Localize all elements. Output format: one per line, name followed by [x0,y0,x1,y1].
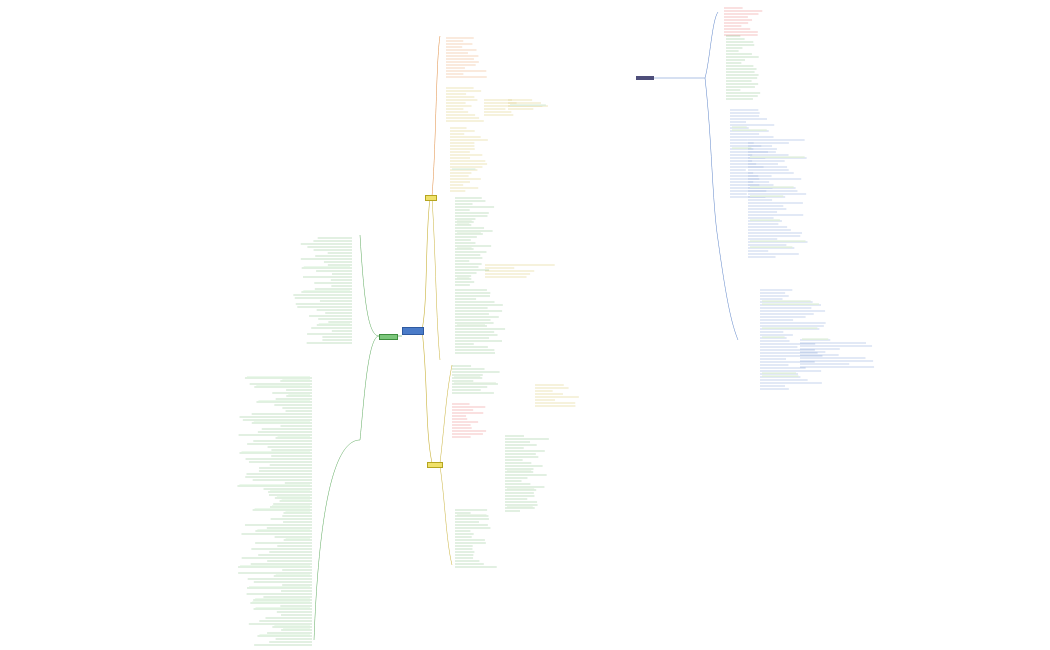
branch-tr-deep [717,239,739,341]
branch-tr-down [704,77,719,241]
tr-e-box [762,327,818,329]
upper-d-box [457,223,470,225]
left-b-box [240,565,310,567]
branch-upper-spine-bottom [431,197,441,361]
left-b-box [255,598,310,600]
branch-left-mid [359,335,380,441]
hub-node-upper[interactable] [425,195,437,201]
tr-e-box [762,300,811,302]
left-b-box [246,376,310,378]
top-right-node[interactable] [636,76,654,80]
tr-c-box [732,126,747,128]
tr-e-box [762,336,785,338]
tr-d-box [750,219,780,221]
upper-g-box [510,104,546,106]
root-node[interactable] [402,327,424,335]
left-b-box [256,385,310,387]
upper-d-box [457,232,481,234]
left-b-box [276,496,310,498]
branch-upper-spine-top [431,35,441,197]
left-b-box [277,436,310,438]
left-b-box [274,625,310,627]
branch-left-top [359,234,380,337]
upper-d-box [457,277,470,279]
left-b-box [259,634,310,636]
branch-lower-spine-bottom [439,465,453,566]
branch-lower-spine-top [439,364,453,464]
branch-left-bottom [313,439,361,641]
branch-tr-up [704,11,719,79]
tr-f-box [802,338,829,340]
upper-d-box [457,220,472,222]
lower-e-box [457,514,487,516]
tr-e-box [762,303,819,305]
lower-c-box [507,470,532,472]
left-b-box [239,484,310,486]
branch-lines [313,11,739,641]
left-b-box [285,538,310,540]
upper-d-box [457,247,472,249]
left-b-box [253,421,310,423]
lower-c-box [507,488,535,490]
left-b-box [249,586,310,588]
left-b-box [275,574,310,576]
tr-d-box [750,156,805,158]
tr-d-box [750,195,784,197]
left-b-box [257,529,310,531]
left-b-box [258,400,310,402]
lower-a-box [454,382,496,384]
lower-c-box [507,506,533,508]
left-b-box [255,607,310,609]
left-b-box [270,490,310,492]
left-b-box [252,601,310,603]
left-b-box [281,499,310,501]
upper-c-box [452,168,476,170]
tr-e-box [762,372,797,374]
left-a-box [303,266,350,268]
lower-a-box [454,376,481,378]
leaf-lines [237,7,875,646]
tr-d-box [750,186,794,188]
left-a-box [318,323,350,325]
branch-root-lower [421,329,433,464]
tr-d-box [750,240,806,242]
left-b-box [272,505,310,507]
tr-e-box [762,375,799,377]
left-b-box [283,628,310,630]
left-b-box [288,394,310,396]
left-a-box [303,290,350,292]
hub-node-left[interactable] [379,334,398,340]
left-b-box [254,508,310,510]
upper-e-box [457,324,485,326]
hub-node-lower[interactable] [427,462,443,468]
tr-c-box [732,147,752,149]
tr-c-box [732,129,767,131]
tr-d-box [750,246,793,248]
left-b-box [285,511,310,513]
left-b-box [282,379,310,381]
branch-root-upper [421,197,431,331]
left-b-box [241,451,310,453]
